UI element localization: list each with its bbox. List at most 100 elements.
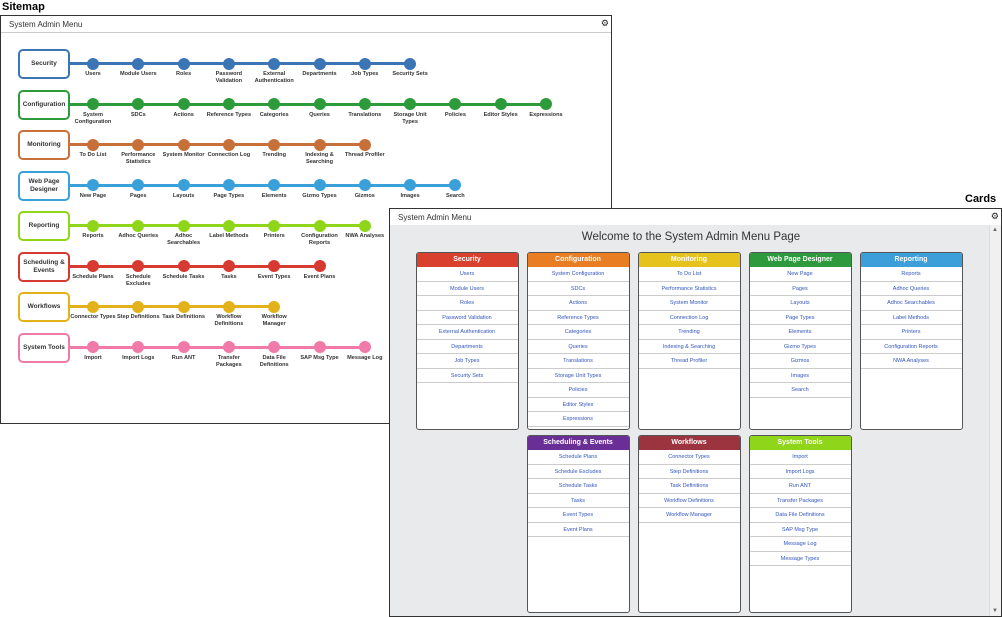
- card-link-thread-profiler[interactable]: Thread Profiler: [638, 354, 740, 369]
- node-job-types[interactable]: [358, 57, 371, 70]
- node-message-log[interactable]: [358, 341, 371, 353]
- node-label[interactable]: Import: [84, 354, 102, 361]
- node-label[interactable]: Page Types: [213, 192, 245, 199]
- card-link-step-definitions[interactable]: Step Definitions: [638, 465, 740, 479]
- node-translations[interactable]: [358, 98, 371, 110]
- node-workflow-definitions[interactable]: [222, 300, 235, 313]
- node-label[interactable]: Images: [400, 192, 420, 199]
- card-link-expressions[interactable]: Expressions: [527, 412, 629, 427]
- node-schedule-excludes[interactable]: [132, 260, 145, 272]
- node-configuration-reports[interactable]: [313, 219, 326, 232]
- node-security-sets[interactable]: [404, 57, 417, 70]
- category-configuration[interactable]: Configuration: [18, 89, 70, 120]
- node-label[interactable]: External Authentication: [254, 71, 294, 84]
- card-link-password-validation[interactable]: Password Validation: [416, 311, 518, 325]
- node-printers[interactable]: [268, 219, 281, 232]
- card-link-roles[interactable]: Roles: [416, 296, 518, 311]
- node-trending[interactable]: [268, 138, 281, 151]
- node-label[interactable]: Adhoc Searchables: [167, 233, 201, 246]
- card-link-new-page[interactable]: New Page: [749, 267, 851, 282]
- category-web-page-designer[interactable]: Web Page Designer: [18, 170, 70, 201]
- node-label[interactable]: Import Logs: [122, 354, 155, 361]
- node-label[interactable]: Expressions: [529, 111, 563, 118]
- node-label[interactable]: SAP Msg Type: [300, 354, 339, 361]
- node-sap-msg-type[interactable]: [313, 341, 326, 353]
- node-label[interactable]: Users: [85, 71, 101, 77]
- node-new-page[interactable]: [87, 179, 99, 191]
- card-link-policies[interactable]: Policies: [527, 383, 629, 398]
- node-nwa-analyses[interactable]: [358, 219, 371, 232]
- node-queries[interactable]: [313, 98, 326, 110]
- node-run-ant[interactable]: [177, 341, 190, 353]
- node-label[interactable]: Workflow Definitions: [214, 314, 244, 327]
- node-label[interactable]: Storage Unit Types: [393, 111, 427, 125]
- gear-icon[interactable]: ⚙: [990, 211, 999, 221]
- card-link-elements[interactable]: Elements: [749, 325, 851, 340]
- card-link-tasks[interactable]: Tasks: [527, 494, 629, 508]
- node-adhoc-queries[interactable]: [132, 219, 145, 232]
- node-data-file-definitions[interactable]: [268, 341, 281, 353]
- node-label[interactable]: Module Users: [119, 71, 157, 77]
- node-connector-types[interactable]: [87, 300, 99, 313]
- category-workflows[interactable]: Workflows: [18, 292, 70, 322]
- card-link-external-authentication[interactable]: External Authentication: [416, 325, 518, 340]
- category-security[interactable]: Security: [18, 49, 70, 79]
- card-link-images[interactable]: Images: [749, 369, 851, 383]
- node-step-definitions[interactable]: [132, 300, 145, 313]
- category-system-tools[interactable]: System Tools: [18, 332, 70, 363]
- node-label[interactable]: Categories: [259, 111, 289, 118]
- card-link-actions[interactable]: Actions: [527, 296, 629, 311]
- node-label[interactable]: Password Validation: [215, 71, 243, 84]
- node-label[interactable]: Departments: [302, 71, 337, 77]
- node-departments[interactable]: [313, 57, 326, 70]
- node-thread-profiler[interactable]: [358, 138, 371, 151]
- node-editor-styles[interactable]: [494, 98, 507, 110]
- node-label[interactable]: Performance Statistics: [121, 152, 156, 165]
- node-label[interactable]: Message Log: [347, 354, 383, 361]
- node-label[interactable]: Task Definitions: [162, 314, 205, 320]
- node-label-methods[interactable]: [222, 219, 235, 232]
- card-link-printers[interactable]: Printers: [860, 325, 962, 340]
- node-tasks[interactable]: [222, 260, 235, 272]
- node-task-definitions[interactable]: [177, 300, 190, 313]
- node-password-validation[interactable]: [222, 57, 235, 70]
- node-performance-statistics[interactable]: [132, 138, 145, 151]
- card-link-layouts[interactable]: Layouts: [749, 296, 851, 311]
- node-pages[interactable]: [132, 179, 145, 191]
- node-storage-unit-types[interactable]: [404, 98, 417, 110]
- node-label[interactable]: Trending: [262, 152, 286, 158]
- node-label[interactable]: Editor Styles: [483, 111, 518, 118]
- card-link-schedule-plans[interactable]: Schedule Plans: [527, 450, 629, 465]
- node-label[interactable]: Policies: [444, 111, 466, 118]
- node-gizmos[interactable]: [358, 179, 371, 191]
- node-system-configuration[interactable]: [87, 98, 99, 110]
- card-link-event-types[interactable]: Event Types: [527, 508, 629, 523]
- category-reporting[interactable]: Reporting: [18, 211, 70, 241]
- node-search[interactable]: [449, 179, 462, 191]
- card-link-system-monitor[interactable]: System Monitor: [638, 296, 740, 311]
- node-gizmo-types[interactable]: [313, 179, 326, 191]
- card-link-transfer-packages[interactable]: Transfer Packages: [749, 494, 851, 508]
- gear-icon[interactable]: ⚙: [600, 18, 609, 28]
- card-link-run-ant[interactable]: Run ANT: [749, 479, 851, 494]
- card-link-connection-log[interactable]: Connection Log: [638, 311, 740, 325]
- card-link-system-configuration[interactable]: System Configuration: [527, 267, 629, 282]
- node-label[interactable]: Job Types: [351, 71, 379, 77]
- category-monitoring[interactable]: Monitoring: [18, 130, 70, 160]
- node-elements[interactable]: [268, 179, 281, 191]
- node-label[interactable]: Event Types: [257, 273, 291, 280]
- node-external-authentication[interactable]: [268, 57, 281, 70]
- node-label[interactable]: Printers: [263, 233, 285, 239]
- node-label[interactable]: Schedule Plans: [72, 273, 114, 280]
- node-label[interactable]: Reference Types: [206, 111, 252, 118]
- card-link-import[interactable]: Import: [749, 450, 851, 465]
- category-scheduling-and-events[interactable]: Scheduling & Events: [18, 251, 70, 282]
- node-roles[interactable]: [177, 57, 190, 70]
- node-label[interactable]: Gizmo Types: [302, 192, 337, 199]
- card-link-users[interactable]: Users: [416, 267, 518, 282]
- node-label[interactable]: Queries: [309, 111, 330, 118]
- card-link-adhoc-searchables[interactable]: Adhoc Searchables: [860, 296, 962, 311]
- node-label[interactable]: Run ANT: [171, 354, 196, 361]
- card-link-search[interactable]: Search: [749, 383, 851, 398]
- node-label[interactable]: NWA Analyses: [345, 233, 385, 239]
